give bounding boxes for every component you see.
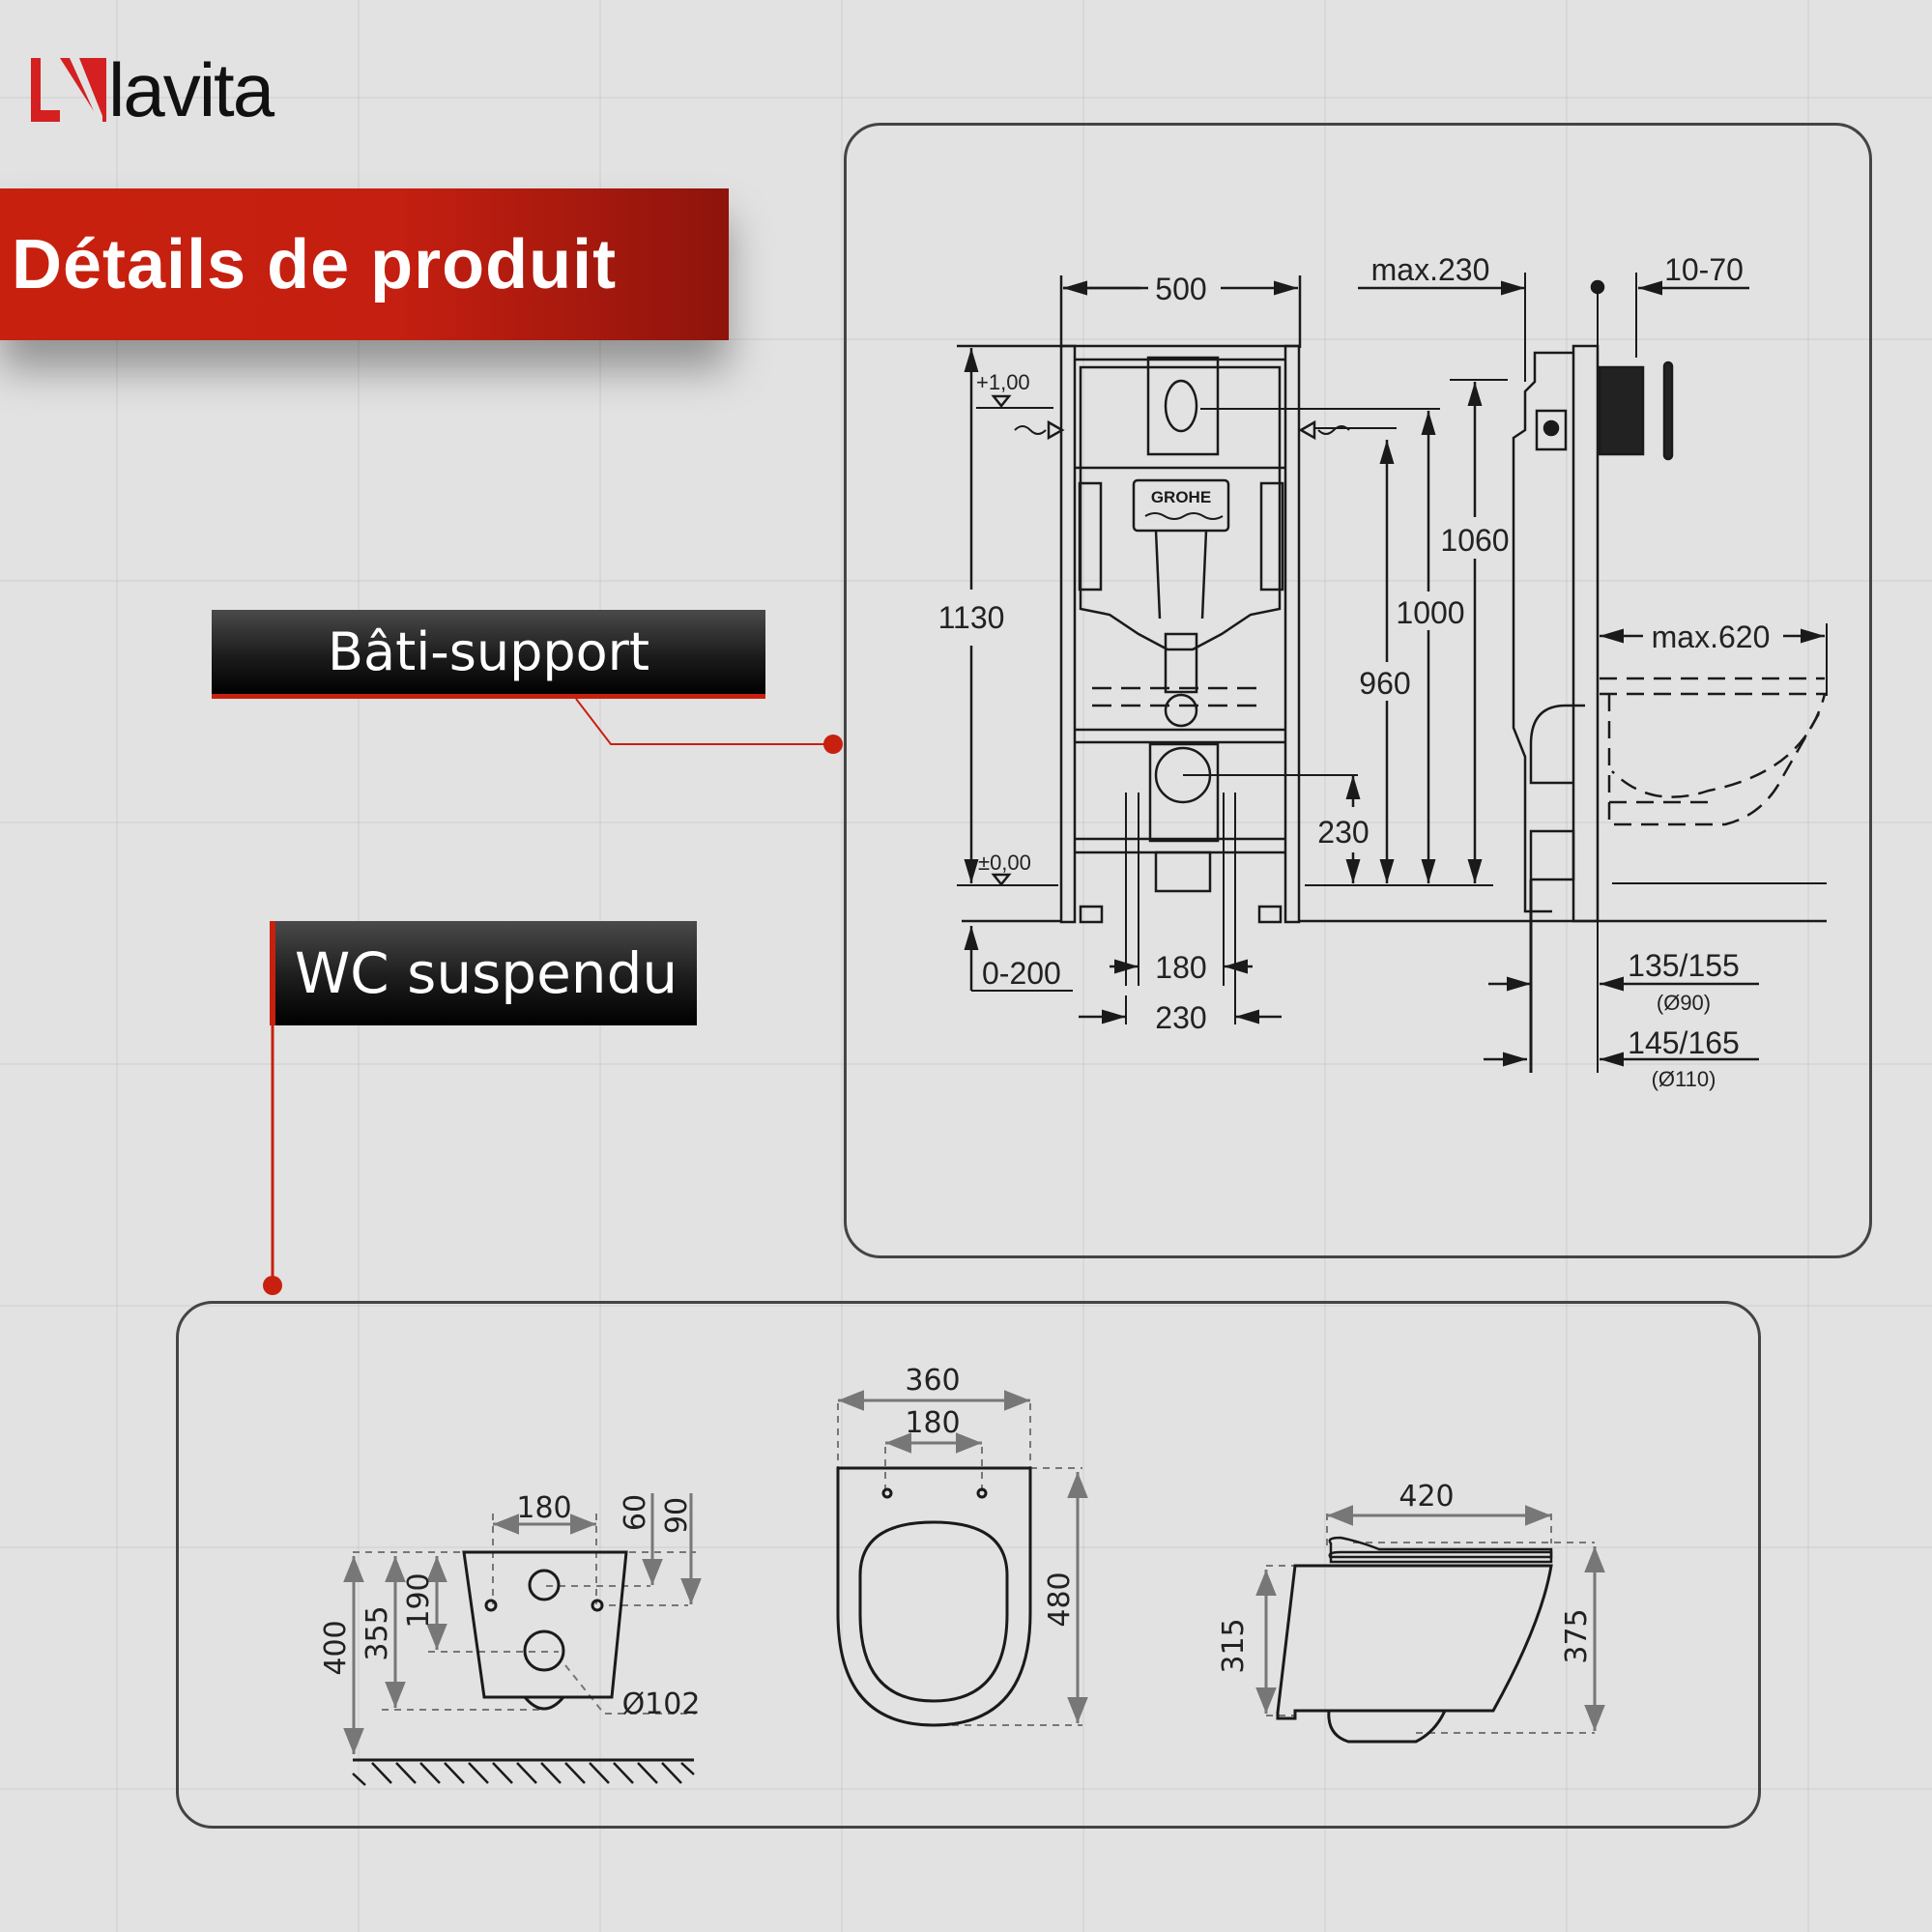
title-banner: Détails de produit (0, 188, 729, 340)
rear-dim-180: 180 (516, 1491, 571, 1525)
frame-panel (844, 123, 1872, 1258)
grohe-mark: GROHE (1151, 488, 1211, 506)
dim-width-500: 500 (1155, 272, 1206, 306)
dim-d90: (Ø90) (1657, 991, 1711, 1015)
dim-960: 960 (1359, 666, 1410, 701)
top-dim-180: 180 (905, 1406, 960, 1440)
level-top: +1,00 (976, 370, 1030, 394)
lavita-logo-icon (31, 58, 106, 122)
rear-dim-190: 190 (402, 1572, 436, 1628)
top-dim-480: 480 (1043, 1572, 1077, 1627)
side-dim-420: 420 (1399, 1480, 1454, 1514)
dim-10-70: 10-70 (1664, 252, 1744, 287)
dim-145-165: 145/165 (1628, 1025, 1740, 1060)
rear-dim-90: 90 (660, 1497, 694, 1534)
dim-1130: 1130 (938, 600, 1005, 635)
dim-max-620: max.620 (1652, 620, 1771, 654)
rear-dim-60: 60 (619, 1494, 652, 1531)
dim-1060: 1060 (1440, 523, 1509, 558)
frame-label: Bâti-support (212, 610, 765, 699)
level-zero: ±0,00 (978, 851, 1031, 875)
wc-label-text: WC suspendu (294, 940, 678, 1006)
side-dim-315: 315 (1217, 1618, 1251, 1673)
top-dim-360: 360 (905, 1364, 960, 1398)
dim-135-155: 135/155 (1628, 948, 1740, 983)
wc-panel (176, 1301, 1761, 1829)
brand-name: lavita (108, 47, 274, 132)
wc-connector-dot (263, 1276, 282, 1295)
dim-1000: 1000 (1396, 595, 1464, 630)
dim-d110: (Ø110) (1652, 1067, 1716, 1091)
rear-dim-d102: Ø102 (622, 1687, 701, 1721)
page-title: Détails de produit (12, 225, 618, 303)
dim-230-bottom: 230 (1155, 1000, 1206, 1035)
rear-dim-355: 355 (360, 1605, 394, 1660)
frame-label-text: Bâti-support (327, 621, 650, 682)
dim-0-200: 0-200 (982, 956, 1061, 991)
wc-label: WC suspendu (270, 921, 697, 1025)
dim-max-230: max.230 (1371, 252, 1490, 287)
frame-connector-line (575, 698, 833, 745)
dim-230-drain: 230 (1317, 815, 1369, 850)
rear-dim-400: 400 (319, 1620, 353, 1675)
brand-logo: lavita (31, 47, 274, 132)
dim-180: 180 (1155, 950, 1206, 985)
side-dim-375: 375 (1560, 1608, 1594, 1663)
frame-connector-dot (823, 735, 843, 754)
